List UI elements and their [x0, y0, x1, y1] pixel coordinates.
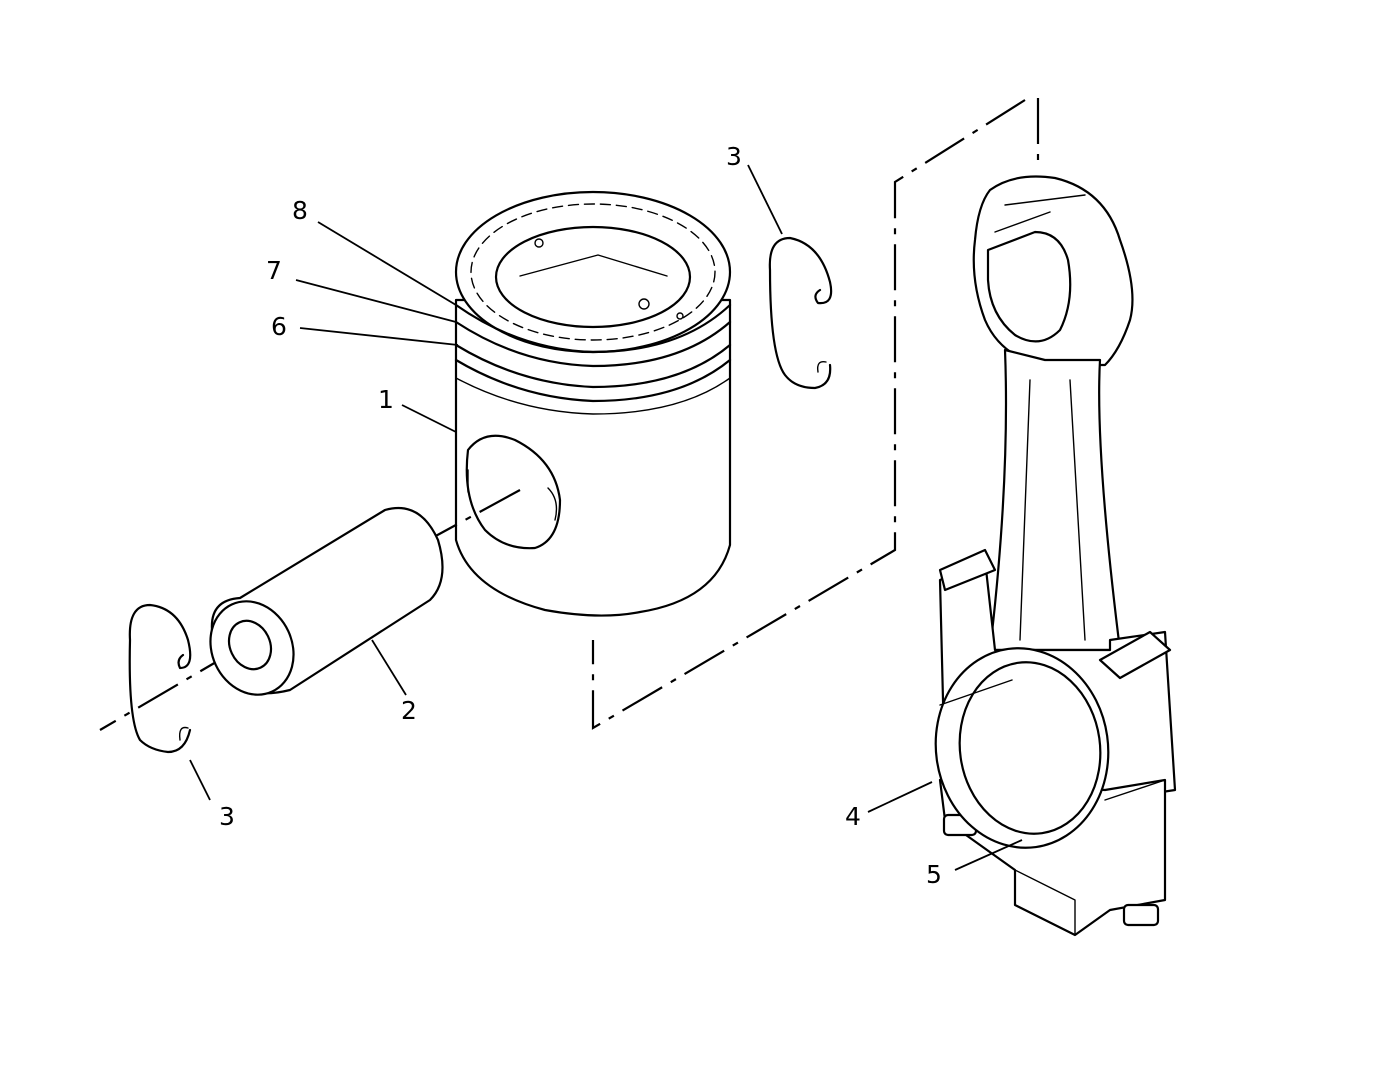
connecting-rod [934, 175, 1177, 937]
retainer-left [128, 603, 192, 754]
callout-ring-top: 8 [292, 196, 308, 225]
assembly-phantom-line [591, 98, 1040, 730]
callout-retainer-bottom: 3 [219, 802, 235, 831]
callout-ring-intermediate: 7 [266, 256, 282, 285]
callout-ring-oil: 6 [271, 312, 287, 341]
callout-bearing: 5 [926, 860, 942, 889]
callout-piston: 1 [378, 385, 394, 414]
callout-connecting-rod: 4 [845, 802, 861, 831]
callout-retainer-top: 3 [726, 142, 742, 171]
leader-lines [189, 164, 1023, 871]
piston-pin [209, 506, 444, 696]
retainer-right [768, 236, 833, 390]
piston [454, 190, 732, 617]
callout-piston-pin: 2 [401, 696, 417, 725]
